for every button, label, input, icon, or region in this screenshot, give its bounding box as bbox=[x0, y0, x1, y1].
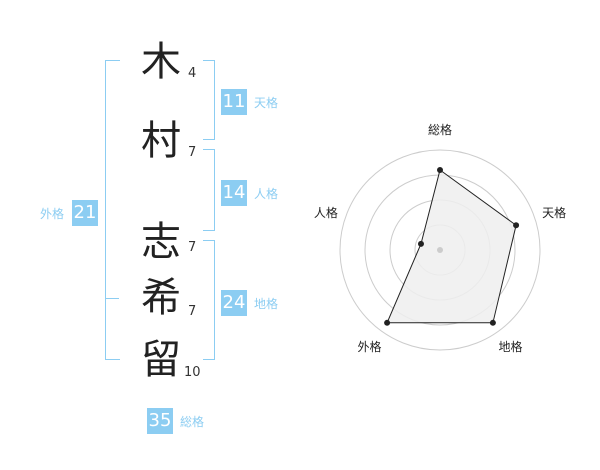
gaikaku-bracket-divider bbox=[105, 298, 119, 299]
radar-axis-label-2: 地格 bbox=[499, 339, 523, 354]
radar-point-4 bbox=[417, 240, 424, 247]
soukaku-label: 総格 bbox=[180, 415, 205, 429]
radar-point-3 bbox=[384, 319, 391, 326]
chikaku-bracket bbox=[203, 240, 215, 360]
stroke-count-3: 7 bbox=[188, 240, 197, 255]
tenkaku-bracket bbox=[203, 60, 215, 140]
stroke-count-5: 10 bbox=[184, 365, 201, 380]
radar-polygon bbox=[386, 169, 517, 324]
stroke-count-1: 4 bbox=[188, 66, 197, 81]
stroke-count-4: 7 bbox=[188, 304, 197, 319]
gaikaku-label: 外格 bbox=[40, 207, 65, 221]
chikaku-value-badge: 24 bbox=[221, 290, 247, 316]
radar-point-1 bbox=[513, 222, 520, 229]
radar-point-2 bbox=[489, 319, 496, 326]
gaikaku-bracket bbox=[105, 60, 120, 360]
chikaku-label: 地格 bbox=[254, 297, 279, 311]
tenkaku-value-badge: 11 bbox=[221, 89, 247, 115]
name-char-1: 木 bbox=[141, 39, 181, 85]
name-char-4: 希 bbox=[141, 275, 181, 321]
radar-point-0 bbox=[437, 167, 443, 173]
radar-ring-4 bbox=[339, 149, 541, 351]
radar-axis-label-3: 外格 bbox=[357, 339, 381, 354]
radar-axis-label-0: 総格 bbox=[428, 122, 452, 137]
radar-axis-label-4: 人格 bbox=[314, 205, 338, 220]
name-char-2: 村 bbox=[141, 118, 181, 164]
radar-chart: 総格天格地格 外格 人格 bbox=[290, 110, 590, 370]
radar-axis-label-1: 天格 bbox=[542, 205, 566, 220]
jinkaku-bracket bbox=[203, 149, 215, 231]
tenkaku-label: 天格 bbox=[254, 96, 279, 110]
soukaku-value-badge: 35 bbox=[147, 408, 173, 434]
name-char-5: 留 bbox=[141, 337, 181, 383]
stroke-count-2: 7 bbox=[188, 145, 197, 160]
radar-center bbox=[437, 247, 443, 253]
jinkaku-label: 人格 bbox=[254, 187, 279, 201]
jinkaku-value-badge: 14 bbox=[221, 180, 247, 206]
gaikaku-value-badge: 21 bbox=[72, 200, 98, 226]
name-char-3: 志 bbox=[141, 219, 181, 265]
